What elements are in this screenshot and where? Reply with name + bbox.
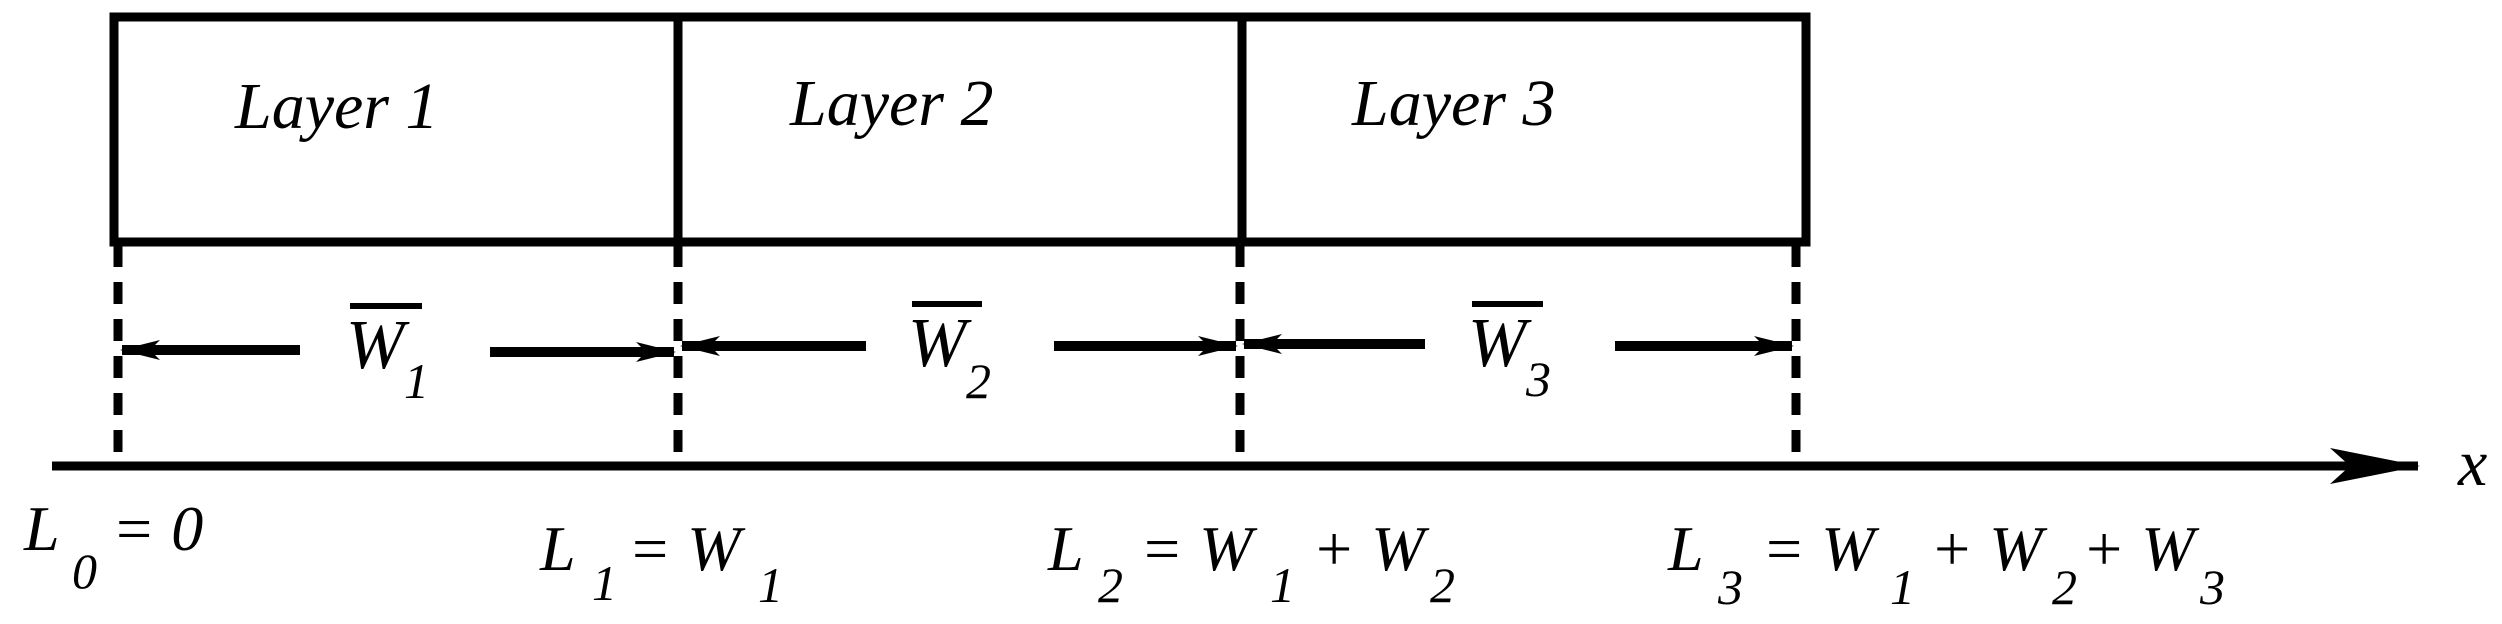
width-symbol-1: W	[346, 307, 410, 384]
width-arrows	[120, 334, 1794, 362]
layer-label-2: Layer 2	[789, 67, 993, 140]
position-rhs-index-3: 1	[1890, 559, 1915, 615]
layer-label-1: Layer 1	[234, 70, 438, 143]
position-letter-0: L	[23, 493, 60, 564]
position-rhs-index-1: 1	[758, 557, 783, 613]
width-label-1: W 1	[346, 303, 429, 409]
position-label-1: L 1 = W 1	[539, 513, 783, 613]
position-rhs-index-2: 1	[1270, 557, 1295, 613]
position-label-3: L 3 = W 1 + W 2 + W 3	[1667, 513, 2225, 615]
layer-stack	[109, 12, 1811, 247]
position-rhs-c-3: + W	[2082, 513, 2200, 584]
position-rhs-b-3: + W	[1930, 513, 2048, 584]
width-label-2: W 2	[908, 301, 991, 409]
position-rhs-b-index-2: 2	[1430, 557, 1455, 613]
position-letter-3: L	[1667, 513, 1704, 584]
position-rhs-b-2: + W	[1312, 513, 1430, 584]
position-letter-1: L	[539, 513, 576, 584]
width-symbol-2: W	[908, 305, 972, 382]
boundary-lines	[113, 245, 1801, 470]
width-index-3: 3	[1525, 351, 1551, 407]
position-index-1: 1	[592, 555, 617, 611]
width-label-3: W 3	[1468, 301, 1551, 407]
position-letter-2: L	[1047, 513, 1084, 584]
position-rhs-b-index-3: 2	[2052, 559, 2077, 615]
layer-label-3: Layer 3	[1351, 67, 1555, 140]
position-rhs-c-index-3: 3	[2199, 559, 2225, 615]
layer-box-3	[1237, 12, 1811, 247]
position-rhs-1: = W	[628, 513, 746, 584]
x-axis-label: x	[2457, 427, 2487, 500]
width-symbol-3: W	[1468, 305, 1532, 382]
position-index-2: 2	[1098, 557, 1123, 613]
position-label-0: L 0 = 0	[23, 493, 203, 599]
position-index-0: 0	[72, 543, 97, 599]
width-index-1: 1	[404, 353, 429, 409]
position-index-3: 3	[1717, 559, 1743, 615]
position-rhs-2: = W	[1140, 513, 1258, 584]
width-index-2: 2	[966, 353, 991, 409]
position-rhs-0: = 0	[112, 493, 203, 564]
position-rhs-3: = W	[1762, 513, 1880, 584]
position-label-2: L 2 = W 1 + W 2	[1047, 513, 1455, 613]
